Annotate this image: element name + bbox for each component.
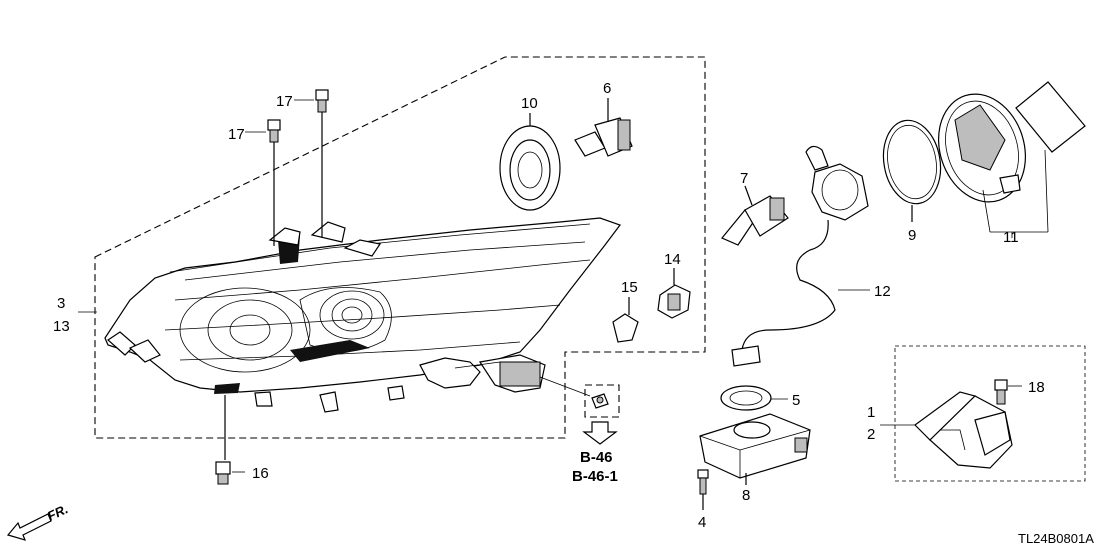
bolt-17-upper bbox=[315, 89, 329, 238]
fastener-group-outline bbox=[584, 384, 620, 418]
callout-7: 7 bbox=[740, 170, 748, 187]
reference-label-b46-1: B-46-1 bbox=[572, 468, 618, 485]
callout-11: 11 bbox=[1003, 229, 1019, 246]
bulb-6 bbox=[574, 98, 633, 157]
ballast-8 bbox=[699, 413, 811, 485]
bracket-1-2 bbox=[880, 391, 1013, 469]
seal-ring bbox=[499, 113, 561, 211]
callout-16: 16 bbox=[252, 465, 269, 482]
clip-fastener bbox=[591, 393, 609, 409]
assembly-outline bbox=[94, 56, 706, 439]
socket-14 bbox=[657, 268, 691, 319]
callout-18: 18 bbox=[1028, 379, 1045, 396]
callout-4: 4 bbox=[698, 514, 706, 531]
gasket-5 bbox=[720, 385, 788, 411]
callout-17-upper: 17 bbox=[276, 93, 293, 110]
label-sticker-11 bbox=[1015, 81, 1086, 153]
bulb-7 bbox=[721, 185, 789, 246]
callout-3: 3 bbox=[57, 295, 65, 312]
callout-17-lower: 17 bbox=[228, 126, 245, 143]
bolt-17-lower bbox=[267, 119, 281, 246]
callout-8: 8 bbox=[742, 487, 750, 504]
callout-1: 1 bbox=[867, 404, 875, 421]
callout-5: 5 bbox=[792, 392, 800, 409]
callout-14: 14 bbox=[664, 251, 681, 268]
bolt-16 bbox=[215, 395, 245, 485]
callout-10: 10 bbox=[521, 95, 538, 112]
screw-4 bbox=[697, 469, 709, 510]
dust-cap-11 bbox=[937, 93, 1027, 203]
callout-2: 2 bbox=[867, 426, 875, 443]
reference-arrow bbox=[582, 421, 618, 445]
callout-6: 6 bbox=[603, 80, 611, 97]
callout-15: 15 bbox=[621, 279, 638, 296]
front-direction-arrow bbox=[6, 513, 52, 541]
front-direction-label: FR. bbox=[45, 501, 70, 523]
callout-13: 13 bbox=[53, 318, 70, 335]
callout-12: 12 bbox=[874, 283, 891, 300]
screw-18 bbox=[994, 379, 1022, 405]
callout-9: 9 bbox=[908, 227, 916, 244]
reference-label-b46: B-46 bbox=[580, 449, 613, 466]
bracket-group-outline bbox=[894, 345, 1086, 482]
bulb-15 bbox=[612, 297, 639, 343]
socket-harness-12 bbox=[731, 145, 870, 367]
headlight-housing bbox=[104, 217, 621, 413]
diagram-code: TL24B0801A bbox=[1018, 531, 1094, 546]
o-ring-9 bbox=[882, 119, 942, 222]
